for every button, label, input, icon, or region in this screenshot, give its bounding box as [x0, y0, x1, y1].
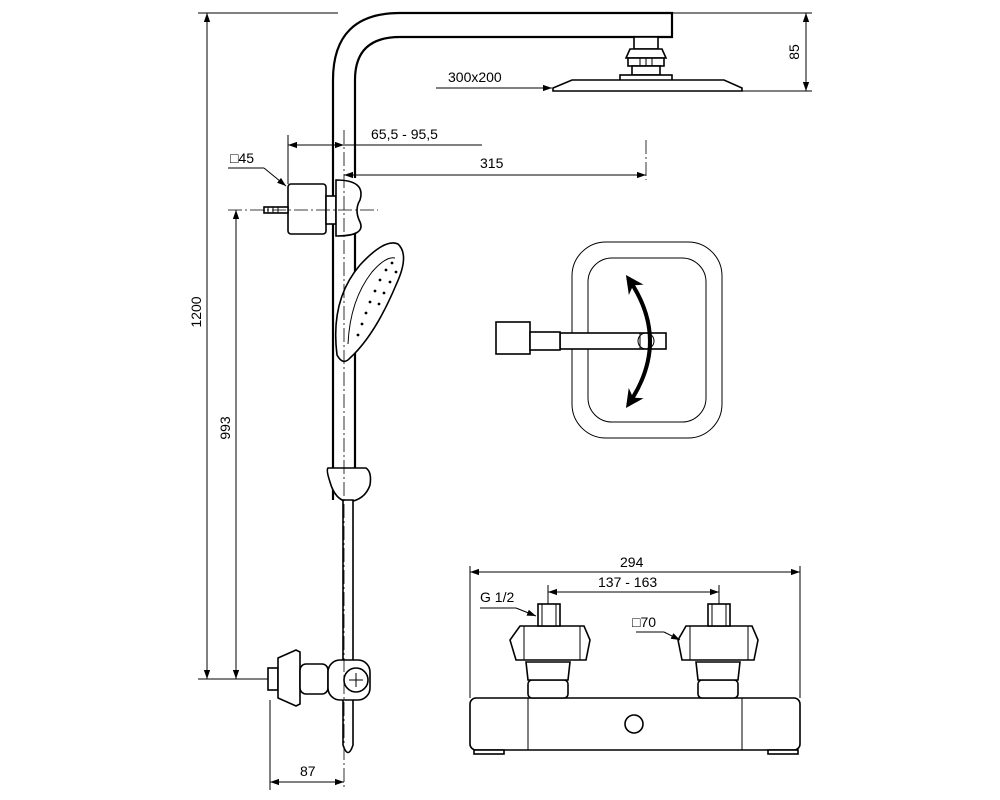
mixer-front-view [469, 603, 801, 755]
left-inlet-connector [509, 603, 591, 699]
dim-bracket-height: 993 [217, 210, 240, 679]
dim-arm-projection: 315 [344, 155, 646, 179]
label-bracket-square: □45 [230, 150, 254, 166]
label-inlet-spacing: 137 - 163 [598, 574, 657, 590]
mixer-button [624, 714, 644, 734]
label-head-size: 300x200 [448, 69, 502, 85]
label-head-offset: 85 [786, 44, 802, 60]
dim-inlet-spacing: 137 - 163 [547, 574, 720, 604]
label-escutcheon-square: □70 [632, 614, 656, 630]
label-bracket-range: 65,5 - 95,5 [371, 126, 438, 142]
label-arm-projection: 315 [480, 155, 504, 171]
shower-column [263, 11, 743, 754]
dim-bracket-range: 65,5 - 95,5 [287, 126, 482, 184]
dim-escutcheon-square: □70 [632, 614, 681, 641]
dim-inlet-thread: G 1/2 [480, 589, 537, 617]
riser-arm-inner [353, 35, 640, 178]
label-total-height: 1200 [188, 296, 204, 327]
label-inlet-thread: G 1/2 [480, 589, 514, 605]
wall-bracket [263, 179, 362, 237]
label-mixer-width: 294 [620, 554, 644, 570]
dim-bracket-square: □45 [228, 150, 287, 187]
hand-shower [334, 242, 405, 363]
dim-head-offset: 85 [672, 12, 812, 92]
label-mixer-projection: 87 [300, 763, 316, 779]
hand-shower-swivel-detail [495, 241, 723, 439]
shower-hose [342, 499, 354, 754]
mixer-side-view [267, 649, 371, 707]
rotation-arrow-icon [625, 275, 652, 408]
riser-arm-outer [331, 11, 674, 500]
dim-head-size: 300x200 [436, 69, 552, 92]
dim-mixer-projection: 87 [269, 700, 344, 790]
overhead-shower-head [552, 79, 743, 92]
right-inlet-connector [677, 603, 759, 699]
dim-total-height: 1200 [188, 12, 338, 680]
head-connector [619, 36, 673, 84]
dim-mixer-width: 294 [469, 554, 801, 698]
label-bracket-height: 993 [217, 416, 233, 440]
